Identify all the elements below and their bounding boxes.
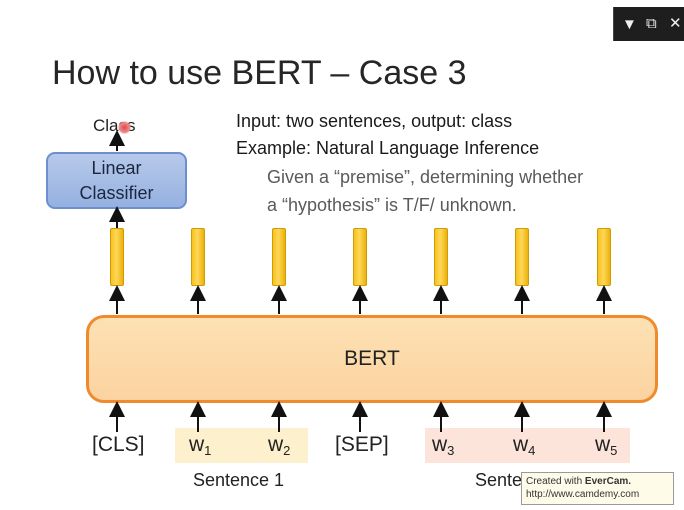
- token-cls: [CLS]: [92, 433, 145, 456]
- example-description: Example: Natural Language Inference: [236, 138, 540, 158]
- detail-line-2: a “hypothesis” is T/F/ unknown.: [267, 195, 517, 215]
- watermark-brand: EverCam.: [584, 476, 632, 487]
- token-w5: w5: [595, 433, 618, 458]
- sentence1-label: Sentence 1: [193, 470, 285, 490]
- sentence2-label: Sente: [475, 470, 523, 490]
- token-w3: w3: [432, 433, 455, 458]
- restore-window-icon[interactable]: ⧉: [646, 15, 657, 32]
- token-sep: [SEP]: [335, 433, 389, 456]
- slide-title: How to use BERT – Case 3: [52, 54, 467, 92]
- token-w1: w1: [189, 433, 212, 458]
- linear-classifier-label-line2: Classifier: [79, 182, 154, 203]
- token-w2: w2: [268, 433, 291, 458]
- linear-classifier-box: Linear Classifier: [46, 152, 187, 209]
- watermark-url: http://www.camdemy.com: [526, 489, 640, 500]
- detail-line-1: Given a “premise”, determining whether: [267, 167, 584, 187]
- watermark-prefix: Created with: [526, 476, 585, 487]
- bert-model-box: BERT: [86, 315, 658, 403]
- token-w4: w4: [513, 433, 536, 458]
- video-player-controls: ▼ ⧉ ✕: [613, 7, 684, 41]
- close-icon[interactable]: ✕: [669, 15, 682, 32]
- evercam-watermark: Created with EverCam. http://www.camdemy…: [521, 472, 674, 505]
- bert-label: BERT: [344, 347, 400, 370]
- sentence1-highlight: [175, 428, 308, 463]
- sentence2-highlight: [425, 428, 630, 463]
- input-description: Input: two sentences, output: class: [236, 111, 513, 131]
- linear-classifier-label-line1: Linear: [91, 157, 142, 178]
- dropdown-triangle-icon[interactable]: ▼: [622, 16, 637, 33]
